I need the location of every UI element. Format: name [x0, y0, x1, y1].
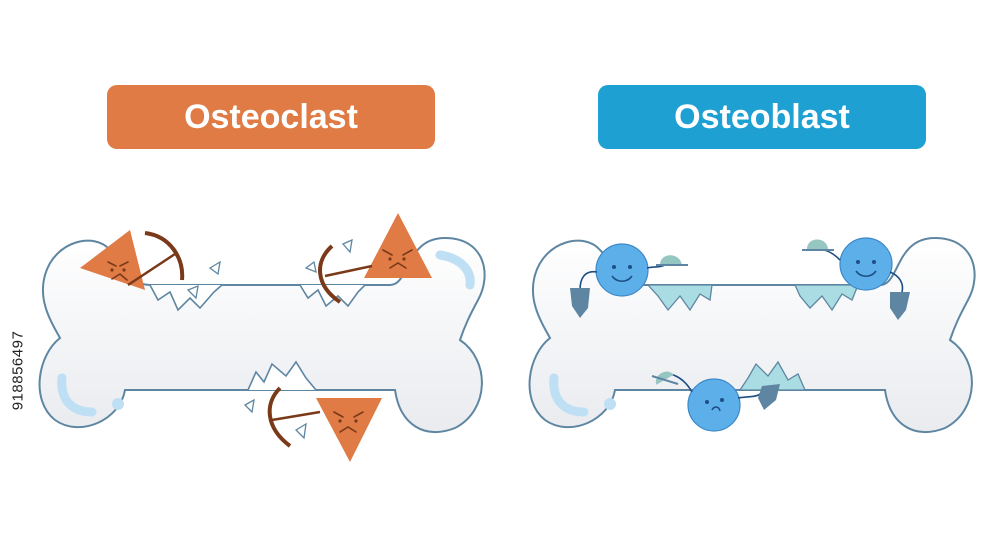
pickaxe-icon [127, 231, 185, 287]
new-bone-patch [738, 360, 806, 391]
osteoclast-cell [80, 230, 185, 290]
bucket-icon [758, 384, 780, 410]
osteoclast-cell [318, 213, 432, 304]
cap-icon [660, 255, 682, 265]
bone-crack [149, 284, 223, 312]
osteoclast-cell [267, 386, 382, 462]
pickaxe-icon [318, 244, 373, 304]
new-bone-patch [793, 284, 859, 312]
bone-crack [247, 360, 317, 391]
osteoblast-cell [570, 243, 688, 318]
cap-icon [655, 371, 674, 385]
new-bone-patch [646, 284, 713, 312]
cap-icon [806, 239, 828, 250]
osteoblast-cell [651, 371, 780, 432]
pickaxe-icon [267, 386, 321, 448]
bucket-icon [570, 288, 590, 318]
osteoclast-title: Osteoclast [107, 85, 435, 149]
osteoblast-cell [802, 237, 910, 320]
osteoblast-title: Osteoblast [598, 85, 926, 149]
bucket-icon [890, 292, 910, 320]
osteoclast-bone [38, 236, 486, 440]
